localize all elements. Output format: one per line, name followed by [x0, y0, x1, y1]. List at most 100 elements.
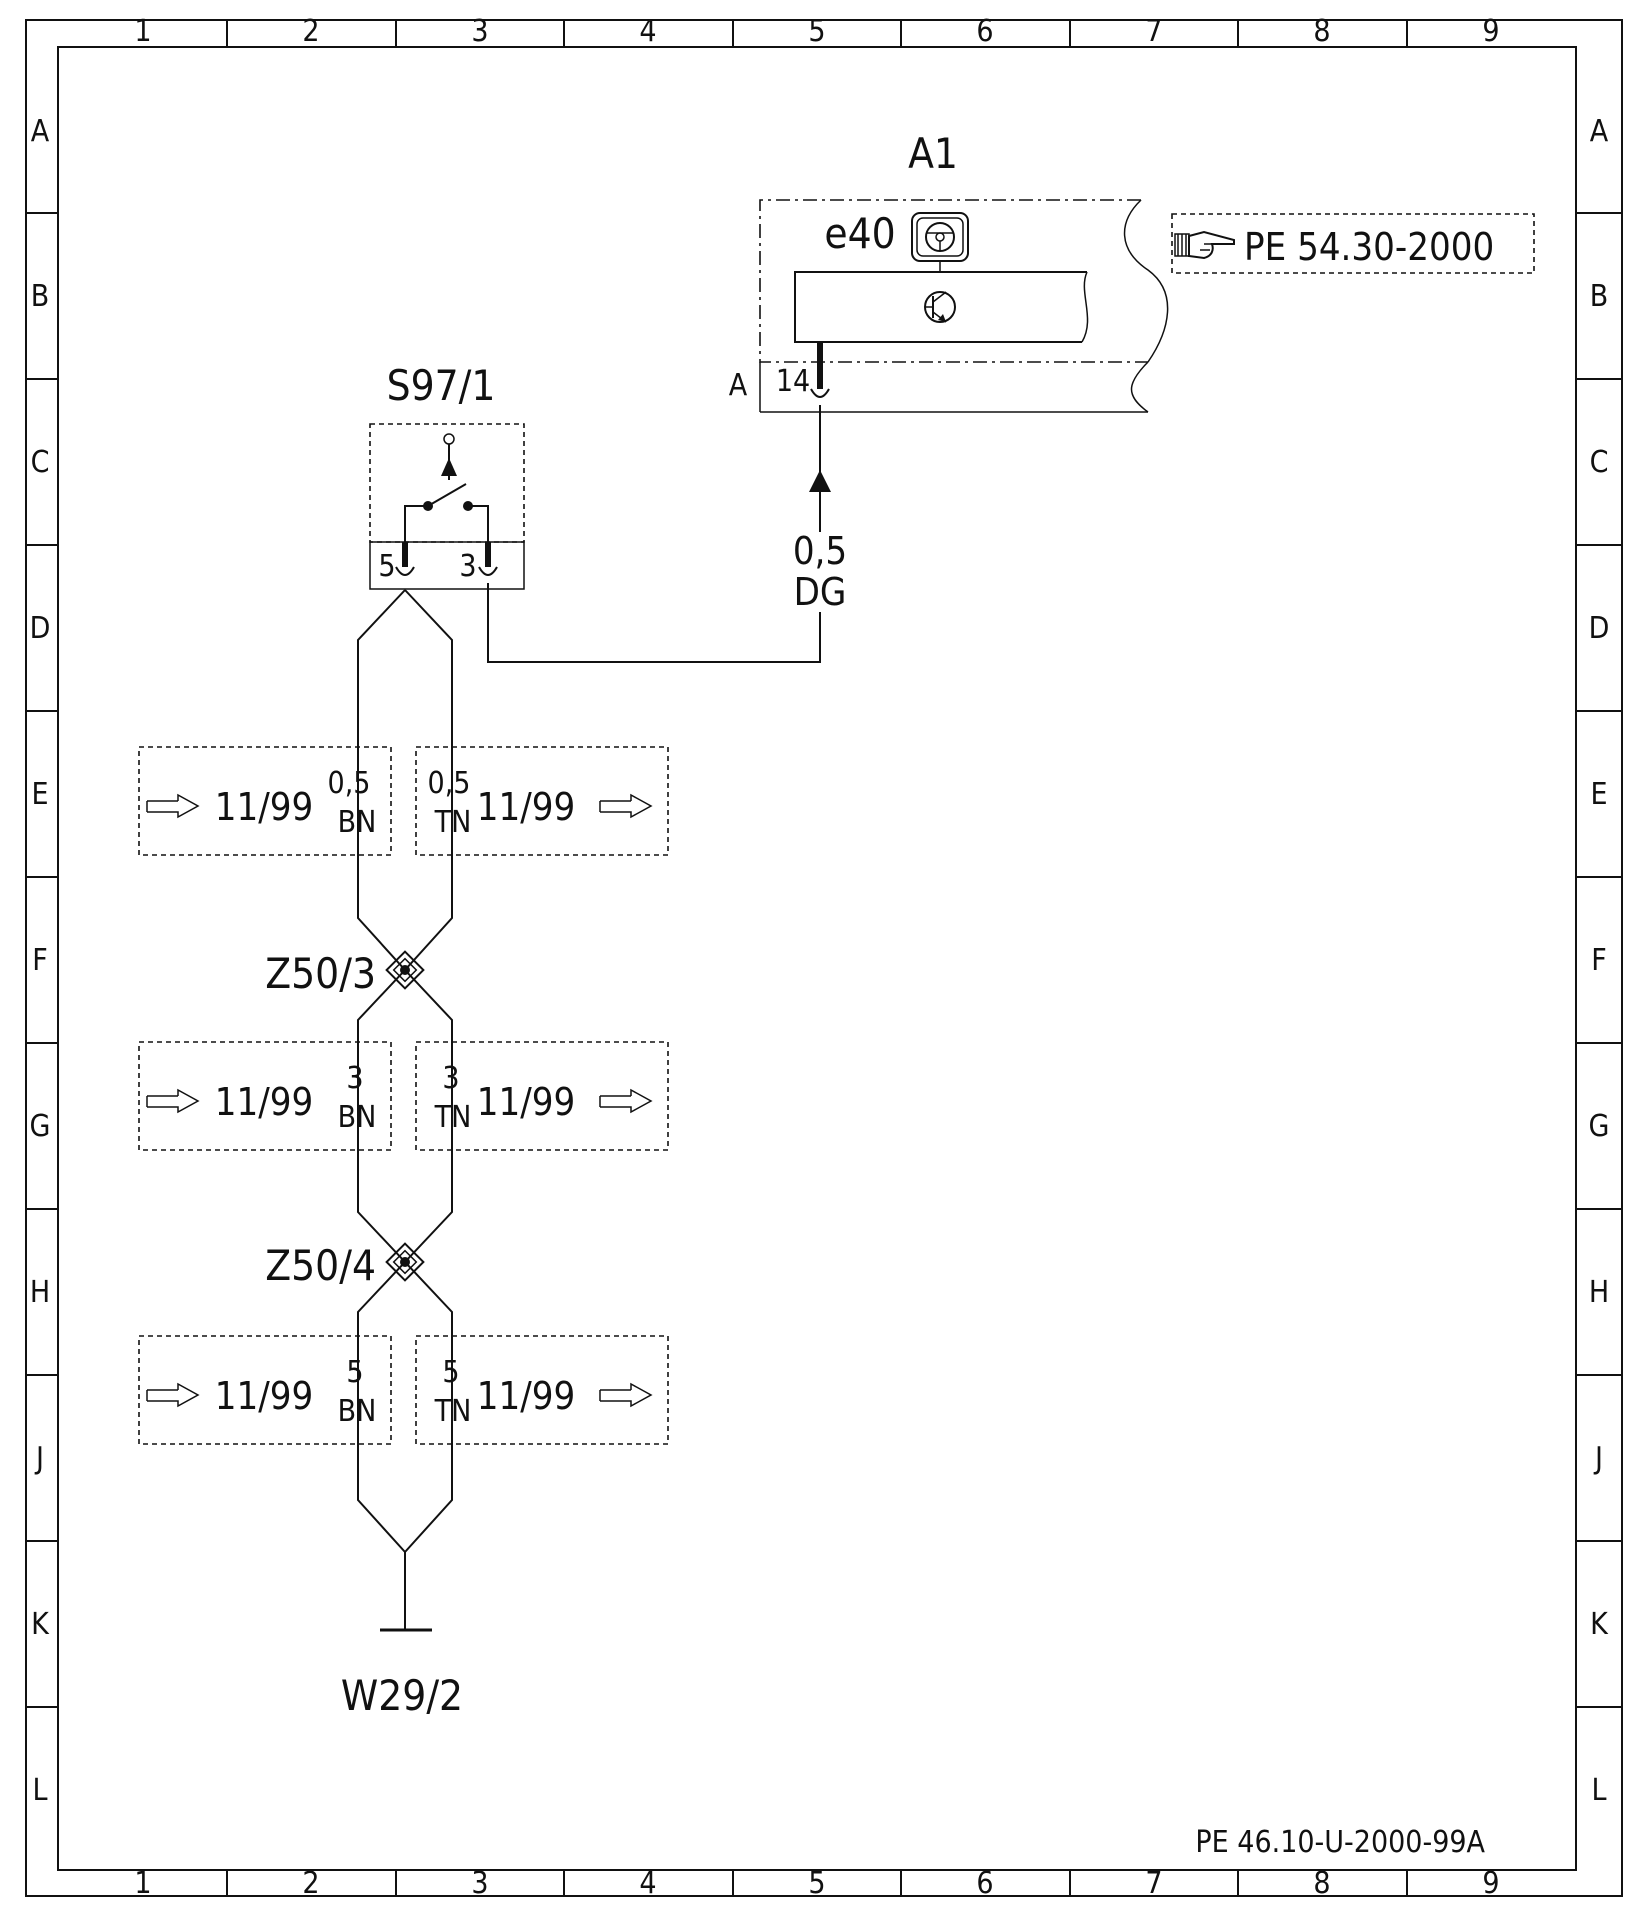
switch-s97-1: S97/1 5 3 [369, 361, 525, 590]
wire-color: BN [338, 1394, 377, 1429]
splice-label: Z50/4 [265, 1241, 376, 1290]
ground-name: W29/2 [341, 1671, 463, 1720]
splice-z50-4: Z50/4 [265, 1241, 425, 1290]
module-a1: A1 A 14 e40 [729, 129, 1169, 413]
splice-z50-3: Z50/3 [265, 949, 425, 998]
wire-color: TN [434, 805, 472, 840]
col-label: 3 [471, 1866, 488, 1901]
wire-color: BN [338, 1100, 377, 1135]
reference-code: 11/99 [477, 1374, 576, 1418]
break-line [1123, 199, 1169, 363]
reference-text: PE 54.30-2000 [1244, 225, 1494, 269]
row-label: J [1593, 1441, 1603, 1476]
reference-code: 11/99 [215, 1080, 314, 1124]
inner-break-line [1081, 271, 1089, 343]
col-label: 2 [302, 14, 319, 49]
row-label: C [1590, 445, 1609, 480]
col-label: 7 [1145, 14, 1162, 49]
row-label: H [1589, 1275, 1609, 1310]
arrow-right-icon [146, 1088, 200, 1114]
wire-color: BN [338, 805, 377, 840]
row-label: A [1590, 114, 1609, 149]
col-label: 2 [302, 1866, 319, 1901]
connector-box: 11/99 0,5 BN [138, 746, 392, 856]
col-label: 3 [471, 14, 488, 49]
wire-size: 0,5 [793, 529, 847, 573]
connector-box: 0,5 TN 11/99 [415, 746, 669, 856]
row-label: D [1589, 611, 1610, 646]
reference-code: 11/99 [215, 1374, 314, 1418]
wire-size: 3 [442, 1061, 459, 1096]
row-labels-right: A B C D E F G H J K L [1589, 114, 1610, 1808]
module-name: A1 [908, 129, 958, 178]
arrow-right-icon [599, 793, 653, 819]
column-labels-top: 1 2 3 4 5 6 7 8 9 [134, 14, 1499, 49]
hand-pointer-icon [1174, 230, 1235, 260]
reference-code: 11/99 [477, 785, 576, 829]
col-label: 1 [134, 1866, 151, 1901]
row-labels-left: A B C D E F G H J K L [30, 114, 51, 1808]
row-label: D [30, 611, 51, 646]
row-label: J [34, 1441, 44, 1476]
wire-size: 5 [346, 1355, 363, 1390]
col-label: 8 [1313, 14, 1330, 49]
reference-code: 11/99 [215, 785, 314, 829]
switch-name: S97/1 [387, 361, 496, 410]
ground-w29-2: W29/2 [341, 1552, 463, 1720]
steering-wheel-icon [911, 212, 969, 262]
break-line [1130, 361, 1149, 413]
col-label: 1 [134, 14, 151, 49]
drawing-frame [25, 19, 1623, 1897]
signal-arrow-icon [809, 470, 831, 492]
row-label: G [1589, 1109, 1610, 1144]
col-label: 7 [1145, 1866, 1162, 1901]
row-label: H [30, 1275, 50, 1310]
row-label: K [1590, 1607, 1609, 1642]
row-label: B [1590, 279, 1609, 314]
pin-14-socket [810, 388, 830, 398]
row-label: F [32, 943, 48, 978]
wire-size: 0,5 [328, 766, 371, 801]
col-label: 9 [1482, 1866, 1499, 1901]
arrow-right-icon [599, 1382, 653, 1408]
row-label: L [32, 1773, 47, 1808]
col-label: 5 [808, 1866, 825, 1901]
drawing-number: PE 46.10-U-2000-99A [1195, 1825, 1485, 1860]
transistor-icon [924, 291, 956, 323]
module-boundary [759, 199, 1148, 363]
wire-size: 5 [442, 1355, 459, 1390]
connector-label: A [729, 368, 748, 403]
pin-label: 3 [459, 549, 476, 584]
column-labels-bottom: 1 2 3 4 5 6 7 8 9 [134, 1866, 1499, 1901]
switch-boundary [369, 423, 525, 543]
reference-box: PE 54.30-2000 [1171, 213, 1535, 274]
row-label: C [31, 445, 50, 480]
arrow-right-icon [146, 793, 200, 819]
row-label: A [31, 114, 50, 149]
pin-label: 14 [776, 364, 810, 399]
wire-color: DG [794, 570, 847, 614]
row-label: F [1591, 943, 1607, 978]
connector-box: 5 TN 11/99 [415, 1335, 669, 1445]
connector-box: 11/99 3 BN [138, 1041, 392, 1151]
row-label: K [31, 1607, 50, 1642]
col-label: 6 [976, 1866, 993, 1901]
twisted-pair [357, 589, 453, 1553]
col-label: 9 [1482, 14, 1499, 49]
reference-code: 11/99 [477, 1080, 576, 1124]
wire-color: TN [434, 1100, 472, 1135]
switch-connector-band [369, 541, 525, 590]
wire-color: TN [434, 1394, 472, 1429]
row-label: E [1590, 777, 1607, 812]
wire-dg: 0,5 DG [487, 405, 847, 663]
col-label: 5 [808, 14, 825, 49]
row-label: B [31, 279, 50, 314]
arrow-right-icon [146, 1382, 200, 1408]
connector-box: 11/99 5 BN [138, 1335, 392, 1445]
wire-size: 3 [346, 1061, 363, 1096]
col-label: 8 [1313, 1866, 1330, 1901]
connector-box: 3 TN 11/99 [415, 1041, 669, 1151]
pin-label: 5 [378, 549, 395, 584]
